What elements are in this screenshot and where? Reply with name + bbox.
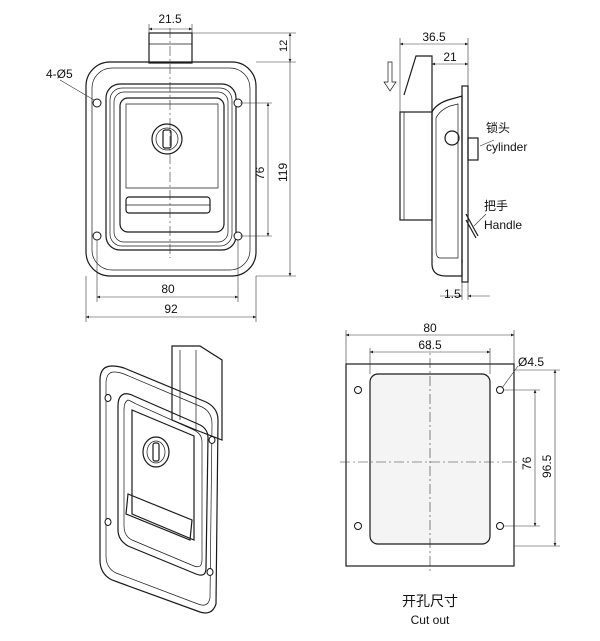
direction-arrow-icon [383,61,397,92]
front-lock-cylinder-icon [151,123,183,155]
side-flange [461,85,469,283]
front-recess [105,83,237,251]
front-hole-tl [92,98,102,108]
dim-right-top: 12 [278,40,290,52]
dim-inner-width: 80 [161,282,175,296]
cutout-title-en: Cut out [411,613,450,627]
front-view: 21.5 4-Ø5 12 76 119 80 92 [46,12,296,322]
dim-flange: 1.5 [444,287,461,301]
label-handle-cn: 把手 [484,199,508,213]
side-handle [465,213,479,237]
label-cylinder-cn: 锁头 [486,120,510,135]
front-handle [119,97,225,233]
iso-lock-cylinder-icon [142,436,170,468]
cutout-title-cn: 开孔尺寸 [402,593,458,609]
dim-outer-height: 119 [276,163,290,182]
iso-back-tab [171,345,223,441]
dim-total-depth: 36.5 [422,30,446,44]
cutout-dim-inner-height: 76 [520,456,534,470]
iso-handle [131,409,195,541]
cutout-dim-outer-width: 80 [423,321,437,335]
front-outer-flange [85,61,257,277]
front-top-tab [148,32,193,64]
side-cylinder-cap [467,137,479,161]
dim-inner-height: 76 [253,166,267,180]
cutout-hole-bl [354,522,362,530]
cutout-dim-outer-height: 96.5 [540,454,554,478]
dim-top-tab: 21.5 [158,12,182,26]
dim-depth: 21 [443,50,457,64]
label-handle-en: Handle [484,218,522,232]
cutout-hole-tl [354,386,362,394]
side-tab [399,111,433,221]
isometric-view [99,345,223,614]
cutout-hole-tr [496,386,504,394]
front-hole-bl [92,231,102,241]
iso-flange [99,365,219,614]
side-body [403,55,463,277]
cutout-dim-inner-width: 68.5 [418,338,442,352]
cutout-view: 80 68.5 Ø4.5 76 96.5 开孔尺寸 Cut out [340,321,560,627]
cutout-dim-hole: Ø4.5 [518,355,544,369]
label-cylinder-en: cylinder [486,140,527,154]
dim-outer-width: 92 [164,302,178,316]
cutout-hole-br [496,522,504,530]
dim-holes: 4-Ø5 [46,67,73,81]
side-view: 36.5 21 1.5 锁头 cylinder 把手 Handle [383,30,527,301]
side-cylinder-icon [444,130,460,146]
